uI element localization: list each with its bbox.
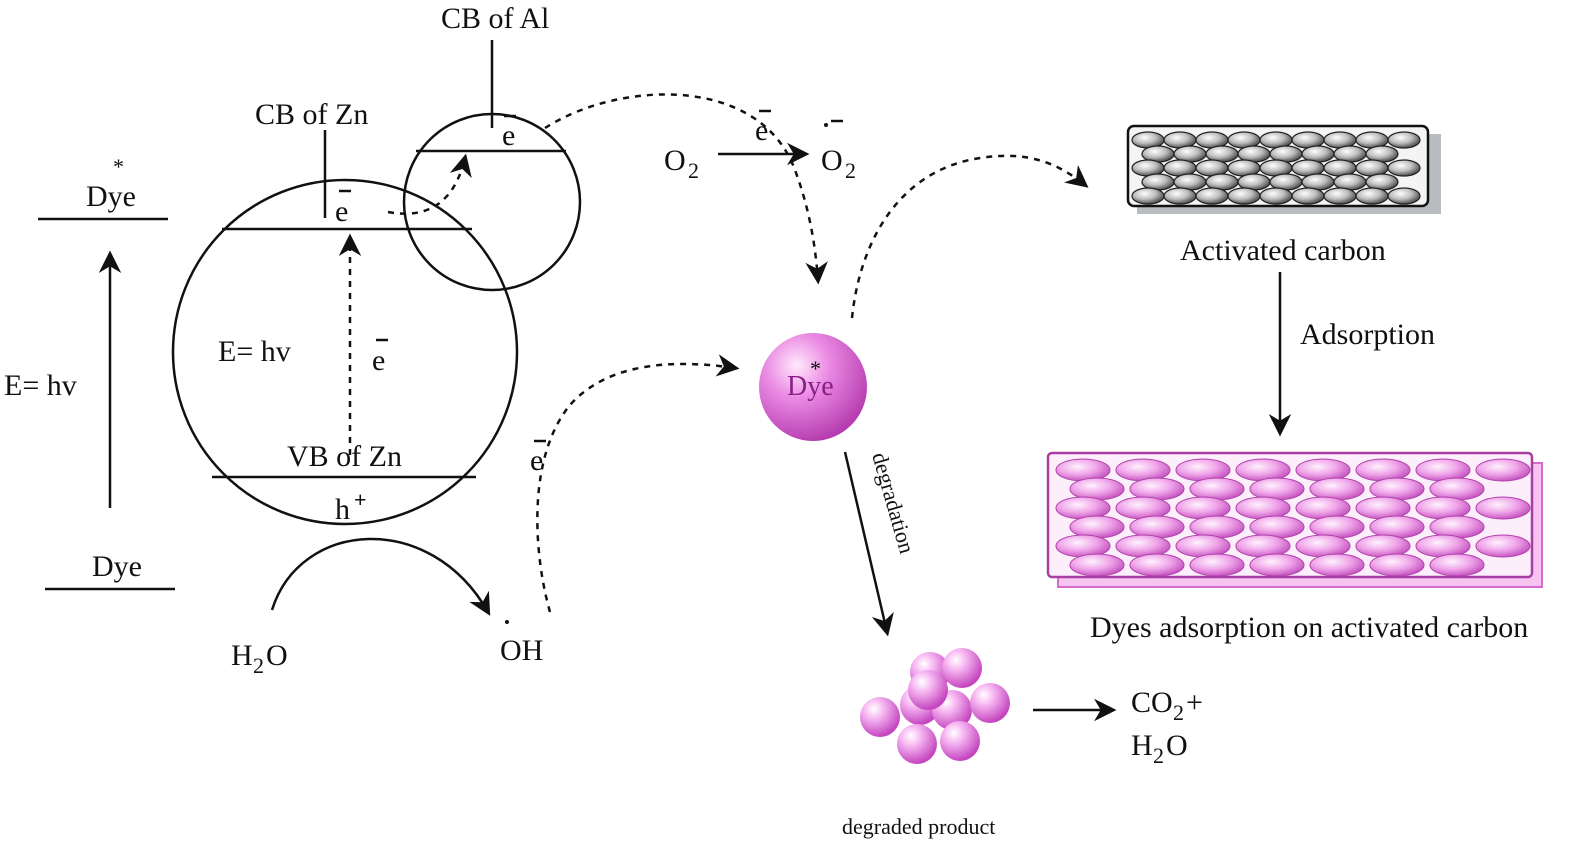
- degraded-particle: [897, 724, 937, 764]
- electron-cb-al: e: [502, 119, 515, 152]
- electron-o2: e: [755, 114, 768, 147]
- oh-radical-dot: [505, 620, 509, 624]
- carbon-particle: [1163, 187, 1197, 205]
- carbon-particle: [1259, 187, 1293, 205]
- adsorbed-dye-particle: [1429, 553, 1485, 577]
- oh-label: OH: [500, 634, 543, 667]
- electron-to-dye-dashed: [544, 93, 828, 285]
- adsorbed-dye-particle: [1249, 553, 1305, 577]
- carbon-particle: [1387, 159, 1421, 177]
- co2-label: CO: [1131, 686, 1173, 719]
- dye-excited-star: *: [113, 154, 124, 179]
- oxygen-reduction: O 2 e O 2: [544, 93, 856, 285]
- dye-energy-levels: * Dye Dye E= hv: [4, 154, 175, 591]
- dye-excited-label: Dye: [86, 180, 136, 213]
- o2-label: O: [664, 144, 686, 177]
- dyes-adsorbed-carbon: Dyes adsorption on activated carbon: [1046, 451, 1543, 644]
- h2o-product-label: H: [1131, 729, 1153, 762]
- degraded-particle: [908, 670, 948, 710]
- dye-to-carbon-dashed: [850, 154, 1089, 319]
- hole-label: h: [335, 493, 350, 526]
- dye-sphere: [759, 333, 867, 441]
- carbon-particle: [1131, 187, 1165, 205]
- h2o-oxidation-arrow: [270, 537, 491, 616]
- adsorbed-dye-particle: [1309, 553, 1365, 577]
- adsorbed-dye-particle: [1189, 553, 1245, 577]
- degradation-arrow: [843, 451, 894, 637]
- h2o-sub: 2: [253, 653, 264, 678]
- h2o-o: O: [266, 639, 288, 672]
- zn-circle: [171, 178, 519, 526]
- degraded-product-cluster: [860, 648, 1010, 764]
- degraded-particle: [942, 648, 982, 688]
- h2o-product-o: O: [1166, 729, 1188, 762]
- e-hv-inner-label: E= hv: [218, 335, 291, 368]
- degraded-particle: [970, 683, 1010, 723]
- o2-radical-sub: 2: [845, 158, 856, 183]
- o2-radical-label: O: [821, 144, 843, 177]
- adsorbed-dye-particle: [1475, 496, 1531, 520]
- oh-to-dye-dashed: [536, 354, 740, 613]
- degraded-particle: [940, 721, 980, 761]
- degradation-path: degradation degraded product CO 2 + H 2 …: [842, 449, 1203, 839]
- co2-plus: +: [1186, 686, 1203, 719]
- e-hv-left-label: E= hv: [4, 369, 77, 402]
- degradation-label: degradation: [867, 449, 920, 556]
- zn-particle: CB of Zn e e E= hv VB of Zn h +: [171, 98, 519, 526]
- carbon-particle: [1387, 187, 1421, 205]
- activated-carbon-label: Activated carbon: [1180, 234, 1386, 267]
- electron-mid: e: [372, 344, 385, 377]
- carbon-particle: [1195, 187, 1229, 205]
- al-particle: CB of Al e: [387, 2, 582, 292]
- cb-zn-label: CB of Zn: [255, 98, 368, 131]
- water-oxidation: H 2 O OH e: [231, 354, 740, 678]
- adsorption-label: Adsorption: [1300, 318, 1435, 351]
- carbon-particles: [1131, 131, 1421, 205]
- dye-center-label: Dye: [787, 371, 834, 402]
- electron-transfer-zn-al: [387, 153, 472, 215]
- carbon-particle: [1355, 187, 1389, 205]
- carbon-particle: [1323, 187, 1357, 205]
- dye-sphere-group: Dye *: [759, 154, 1089, 441]
- dye-ground-label: Dye: [92, 550, 142, 583]
- adsorbed-dye-particle: [1129, 553, 1185, 577]
- co2-sub: 2: [1173, 700, 1184, 725]
- cb-al-label: CB of Al: [441, 2, 549, 35]
- adsorbed-dye-particle: [1475, 458, 1531, 482]
- electron-cb-zn: e: [335, 195, 348, 228]
- vb-zn-label: VB of Zn: [287, 440, 402, 473]
- degraded-product-label: degraded product: [842, 814, 995, 839]
- o2-sub: 2: [688, 158, 699, 183]
- degraded-particle: [860, 697, 900, 737]
- carbon-particle: [1227, 187, 1261, 205]
- hole-plus: +: [354, 487, 367, 512]
- adsorbed-dye-particles: [1055, 458, 1531, 577]
- o2-radical-dot: [824, 123, 828, 127]
- h2o-product-sub: 2: [1153, 743, 1164, 768]
- electron-oh: e: [530, 444, 543, 477]
- h2o-label: H: [231, 639, 253, 672]
- dye-center-star: *: [810, 356, 821, 381]
- dyes-adsorption-label: Dyes adsorption on activated carbon: [1090, 611, 1528, 644]
- adsorbed-dye-particle: [1369, 553, 1425, 577]
- adsorbed-dye-particle: [1475, 534, 1531, 558]
- carbon-particle: [1291, 187, 1325, 205]
- activated-carbon: Activated carbon Adsorption: [1126, 124, 1441, 437]
- adsorbed-dye-particle: [1069, 553, 1125, 577]
- carbon-particle: [1387, 131, 1421, 149]
